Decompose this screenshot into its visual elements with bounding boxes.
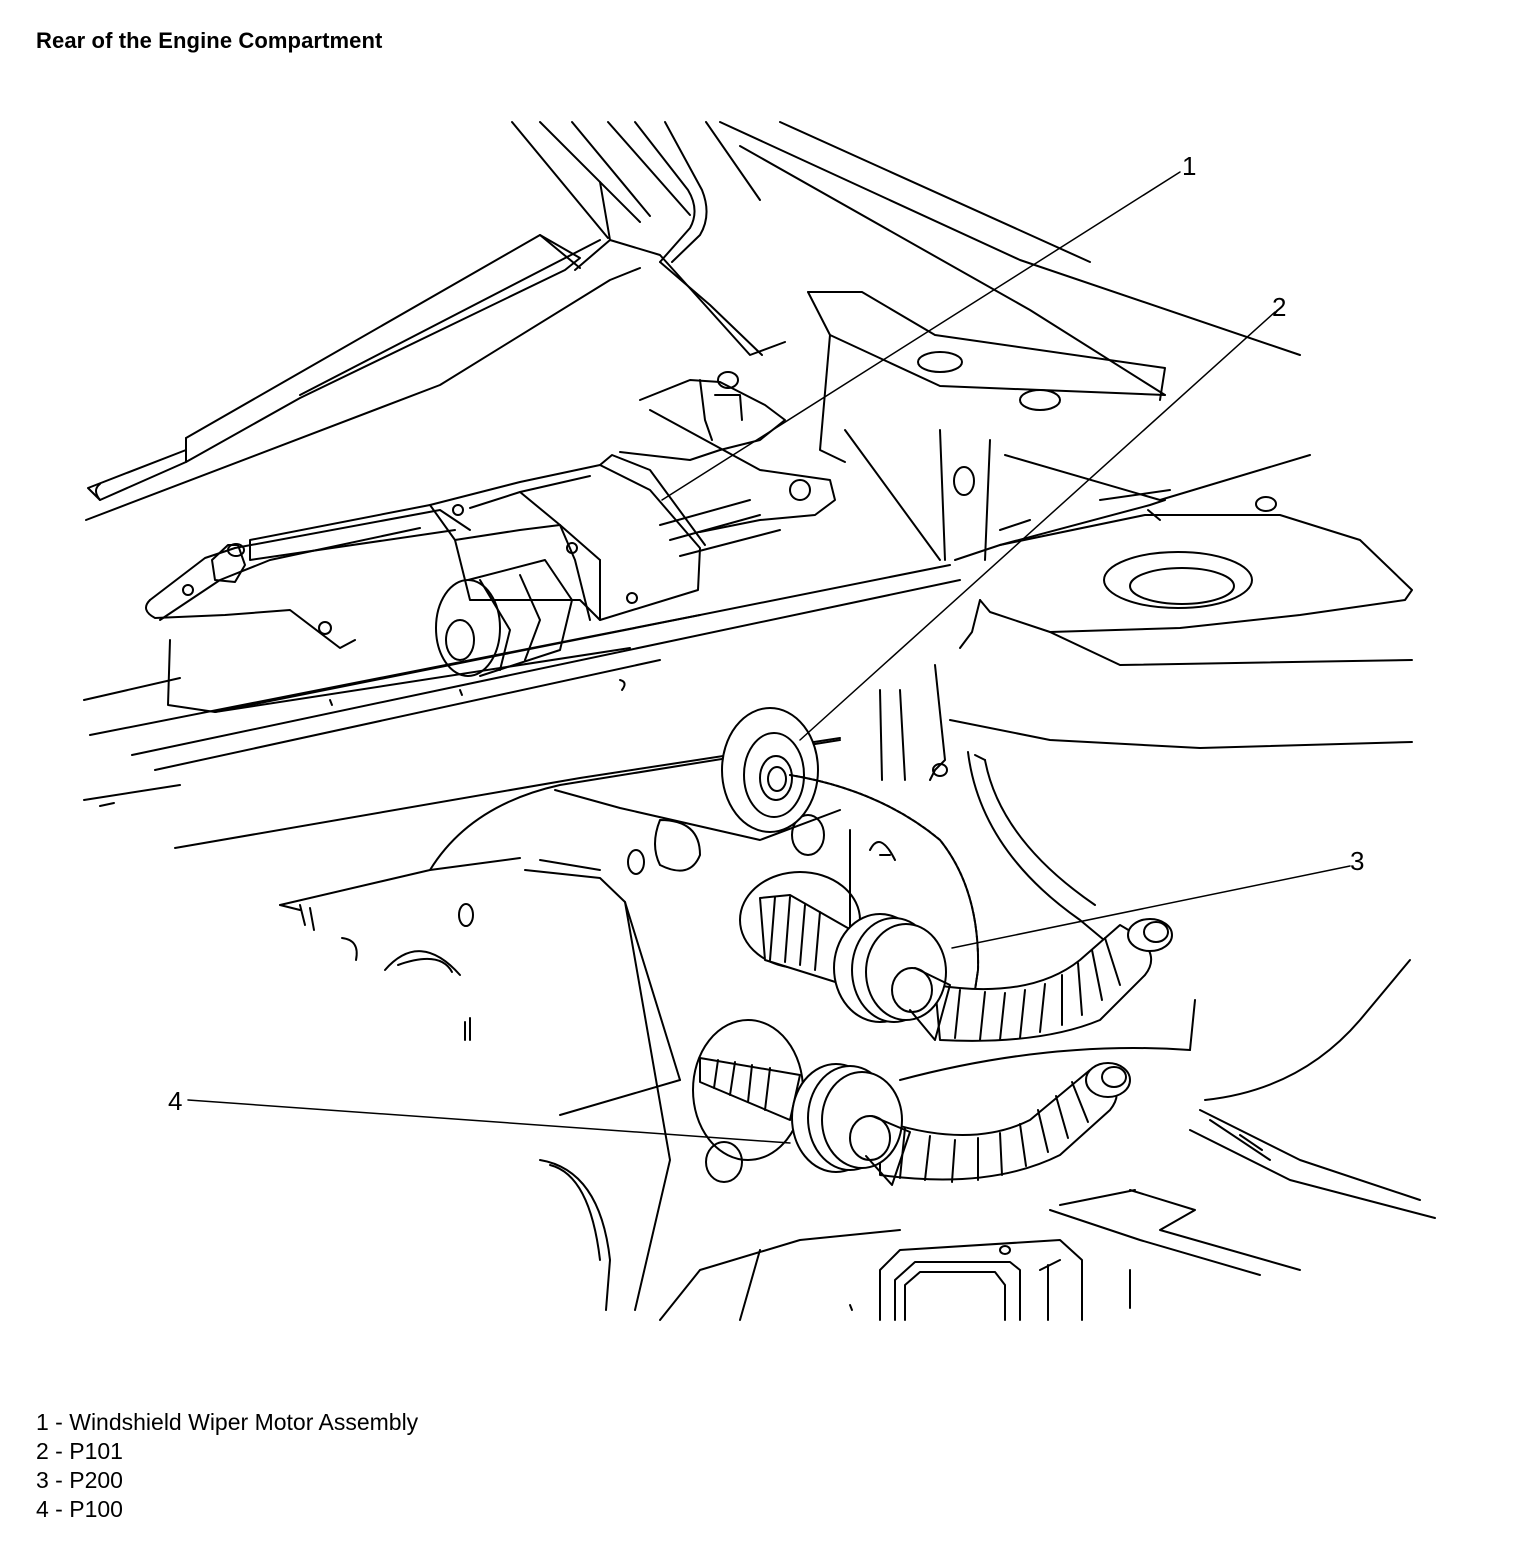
callout-3: 3 xyxy=(1350,846,1364,876)
callout-4: 4 xyxy=(168,1086,182,1116)
callout-leaders xyxy=(187,171,1351,1144)
dash-bracket xyxy=(879,664,948,781)
cowl-plenum-right xyxy=(807,291,1311,561)
legend-item-4: 4 - P100 xyxy=(36,1496,123,1522)
windshield-cowl xyxy=(511,121,1301,396)
callout-2: 2 xyxy=(1272,292,1286,322)
p100-connector xyxy=(692,1019,1131,1186)
cowl-panel-left xyxy=(85,234,641,521)
wiper-linkage xyxy=(145,371,836,649)
strut-tower xyxy=(949,489,1413,749)
legend: 1 - Windshield Wiper Motor Assembly 2 - … xyxy=(36,1408,418,1524)
p200-connector xyxy=(739,871,1173,1042)
firewall-lower xyxy=(279,739,901,1321)
legend-item-1: 1 - Windshield Wiper Motor Assembly xyxy=(36,1409,419,1435)
diagram-title: Rear of the Engine Compartment xyxy=(36,28,383,53)
legend-item-2: 2 - P101 xyxy=(36,1438,123,1464)
cowl-beams xyxy=(83,564,961,849)
wiper-motor-assembly xyxy=(249,454,706,677)
lower-module-box xyxy=(849,1239,1131,1321)
legend-item-3: 3 - P200 xyxy=(36,1467,123,1493)
right-lower-structure xyxy=(899,751,1436,1276)
callout-1: 1 xyxy=(1182,151,1196,181)
p101-connector xyxy=(721,707,980,991)
